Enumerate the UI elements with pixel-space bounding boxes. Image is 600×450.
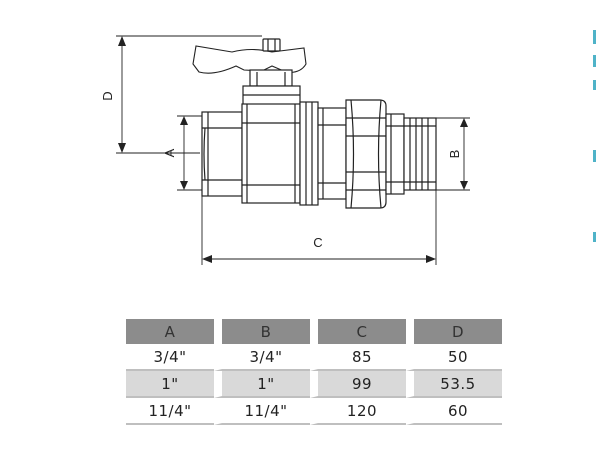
female-end: [201, 111, 243, 197]
header-b: B: [214, 319, 310, 344]
edge-accent-mark: [593, 150, 596, 162]
edge-accent-mark: [593, 232, 596, 242]
cell-a: 11/4": [126, 398, 214, 425]
edge-accent-mark: [593, 55, 596, 67]
cell-b: 1": [214, 371, 310, 398]
valve-body: [241, 103, 301, 204]
cell-b: 11/4": [214, 398, 310, 425]
handle-nut: [262, 38, 281, 52]
cell-a: 3/4": [126, 344, 214, 371]
valve-handle: [192, 45, 307, 74]
table-row: 3/4" 3/4" 85 50: [126, 344, 502, 371]
valve-stem: [249, 69, 293, 87]
dim-a-label: A: [162, 148, 177, 157]
cell-c: 120: [310, 398, 406, 425]
cell-a: 1": [126, 371, 214, 398]
header-a: A: [126, 319, 214, 344]
edge-accent-mark: [593, 80, 596, 90]
dim-d-label: D: [100, 91, 115, 100]
table-row: 1" 1" 99 53.5: [126, 371, 502, 398]
table-header-row: A B C D: [126, 319, 502, 344]
cell-c: 99: [310, 371, 406, 398]
table-row: 11/4" 11/4" 120 60: [126, 398, 502, 425]
male-end: [403, 117, 437, 191]
cell-d: 53.5: [406, 371, 502, 398]
header-d: D: [406, 319, 502, 344]
cell-c: 85: [310, 344, 406, 371]
cell-d: 50: [406, 344, 502, 371]
dimensions-table: A B C D 3/4" 3/4" 85 50 1" 1" 99 53.5 11…: [126, 319, 502, 425]
cell-b: 3/4": [214, 344, 310, 371]
dim-b-label: B: [447, 150, 462, 159]
header-c: C: [310, 319, 406, 344]
dim-c-label: C: [313, 235, 322, 250]
ball-valve-drawing: D A B C: [100, 35, 470, 265]
cell-d: 60: [406, 398, 502, 425]
edge-accent-mark: [593, 30, 596, 44]
